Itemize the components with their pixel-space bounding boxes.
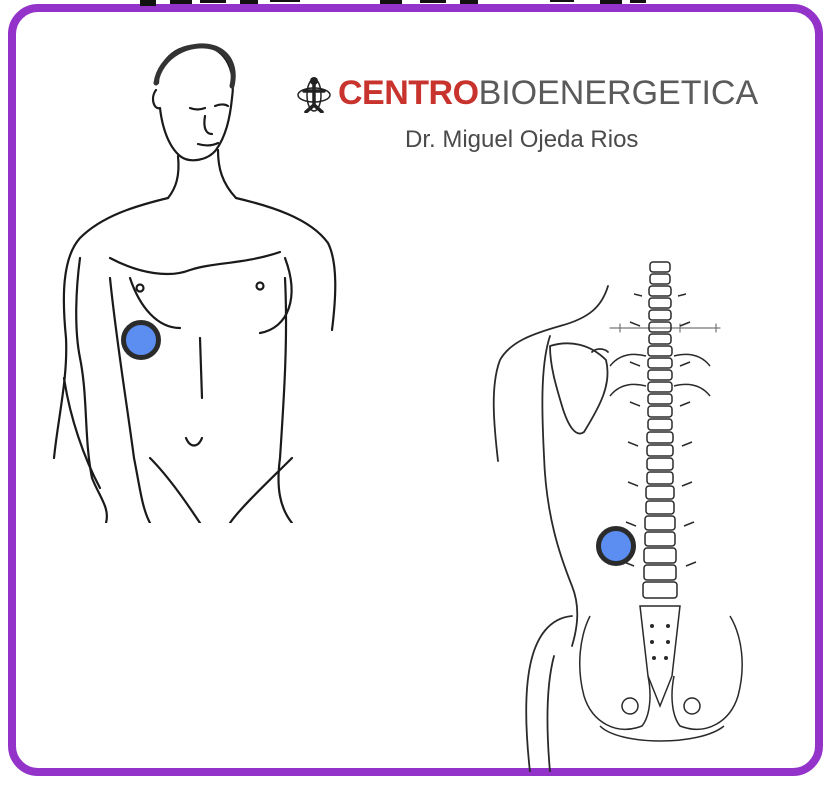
back-point-marker [596, 526, 636, 566]
brand-logo: CENTRO BIOENERGETICA [296, 74, 758, 113]
brand-name-light: BIOENERGETICA [479, 74, 759, 113]
cropped-title-strip [130, 0, 730, 14]
brand-name-bold: CENTRO [338, 74, 479, 113]
spine-back-illustration [480, 256, 820, 772]
doctor-name: Dr. Miguel Ojeda Rios [405, 126, 638, 154]
front-torso-illustration [40, 38, 340, 523]
front-point-marker [121, 320, 161, 360]
